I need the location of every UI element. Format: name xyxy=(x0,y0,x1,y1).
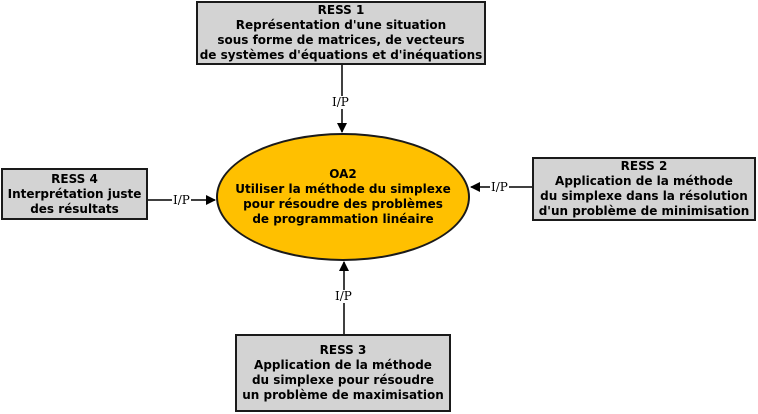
ress3-title: RESS 3 xyxy=(319,343,367,357)
ip-label-right: I/P xyxy=(490,180,509,194)
ress4-title: RESS 4 xyxy=(51,171,98,186)
ress4-line-1: Interprétation juste xyxy=(7,186,142,201)
ress2-title: RESS 2 xyxy=(620,159,668,173)
ip-label-bottom: I/P xyxy=(334,289,353,303)
oa2-line-2: pour résoudre des problèmes xyxy=(243,197,443,211)
ress4-box: RESS 4 Interprétation juste des résultat… xyxy=(1,168,148,220)
oa2-line-1: Utiliser la méthode du simplexe xyxy=(235,182,451,196)
ress3-line-2: du simplexe pour résoudre xyxy=(251,373,435,387)
oa2-title: OA2 xyxy=(329,167,357,181)
ress1-line-3: de systèmes d'équations et d'inéquations xyxy=(199,48,483,62)
oa2-line-3: de programmation linéaire xyxy=(252,212,434,226)
ress2-box: RESS 2 Application de la méthode du simp… xyxy=(532,157,756,221)
ress2-line-3: d'un problème de minimisation xyxy=(538,204,750,218)
oa2-oval: OA2 Utiliser la méthode du simplexe pour… xyxy=(216,133,470,261)
ip-label-left: I/P xyxy=(172,193,191,207)
ress3-box: RESS 3 Application de la méthode du simp… xyxy=(235,334,451,412)
ress1-line-2: sous forme de matrices, de vecteurs xyxy=(217,33,465,47)
ress3-line-1: Application de la méthode xyxy=(254,358,432,372)
ress2-line-2: du simplexe dans la résolution xyxy=(540,189,748,203)
ress1-box: RESS 1 Représentation d'une situation so… xyxy=(196,1,486,65)
ress1-line-1: Représentation d'une situation xyxy=(235,18,447,32)
ress1-title: RESS 1 xyxy=(317,3,365,17)
ress3-line-3: un problème de maximisation xyxy=(242,388,444,402)
ress4-line-2: des résultats xyxy=(30,201,119,216)
ress2-line-1: Application de la méthode xyxy=(555,174,733,188)
ip-label-top: I/P xyxy=(331,95,350,109)
